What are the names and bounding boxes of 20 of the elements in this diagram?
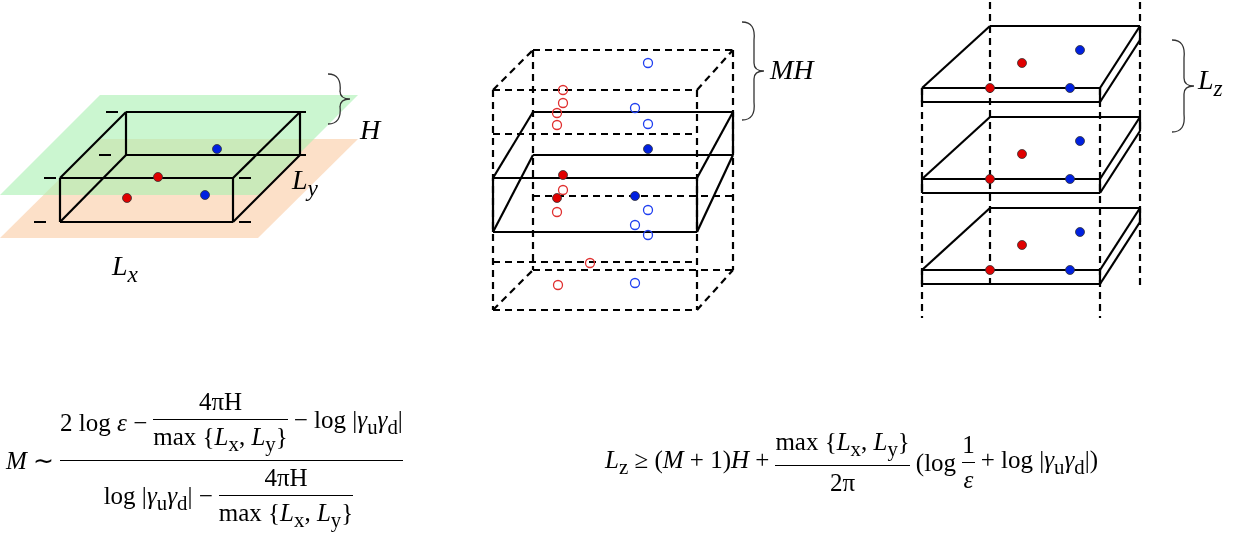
length-label: L$_{z}$ (1198, 64, 1223, 102)
equation-term: (log (915, 448, 957, 477)
equation-term: max {L$_{x}$, L$_{y}$} (775, 428, 910, 462)
equation-term: L$_{z}$ ≥ (M + 1)H + (605, 445, 770, 480)
equation-term: 4πH (198, 388, 243, 416)
height-label: H (360, 114, 381, 146)
equation-term: 2 log ε − (60, 408, 148, 437)
equation-term: M ∼ (6, 446, 55, 475)
equation-term: max {L$_{x}$, L$_{y}$} (218, 499, 354, 533)
equation-term: 1 (962, 431, 975, 459)
equation-term: ε (963, 466, 974, 494)
height-label: MH (770, 54, 814, 86)
equation-term: max {L$_{x}$, L$_{y}$} (153, 423, 288, 457)
length-label: L$_{y}$ (292, 164, 318, 202)
length-label: L$_{x}$ (112, 250, 138, 288)
equation-term: 4πH (264, 464, 308, 492)
equation-term: log |γ$_{u}$γ$_{d}$| − (103, 481, 213, 516)
equation-term: + log |γ$_{u}$γ$_{d}$|) (980, 445, 1099, 480)
equation-term: − log |γ$_{u}$γ$_{d}$| (293, 405, 403, 440)
equation-term: 2π (830, 469, 856, 497)
